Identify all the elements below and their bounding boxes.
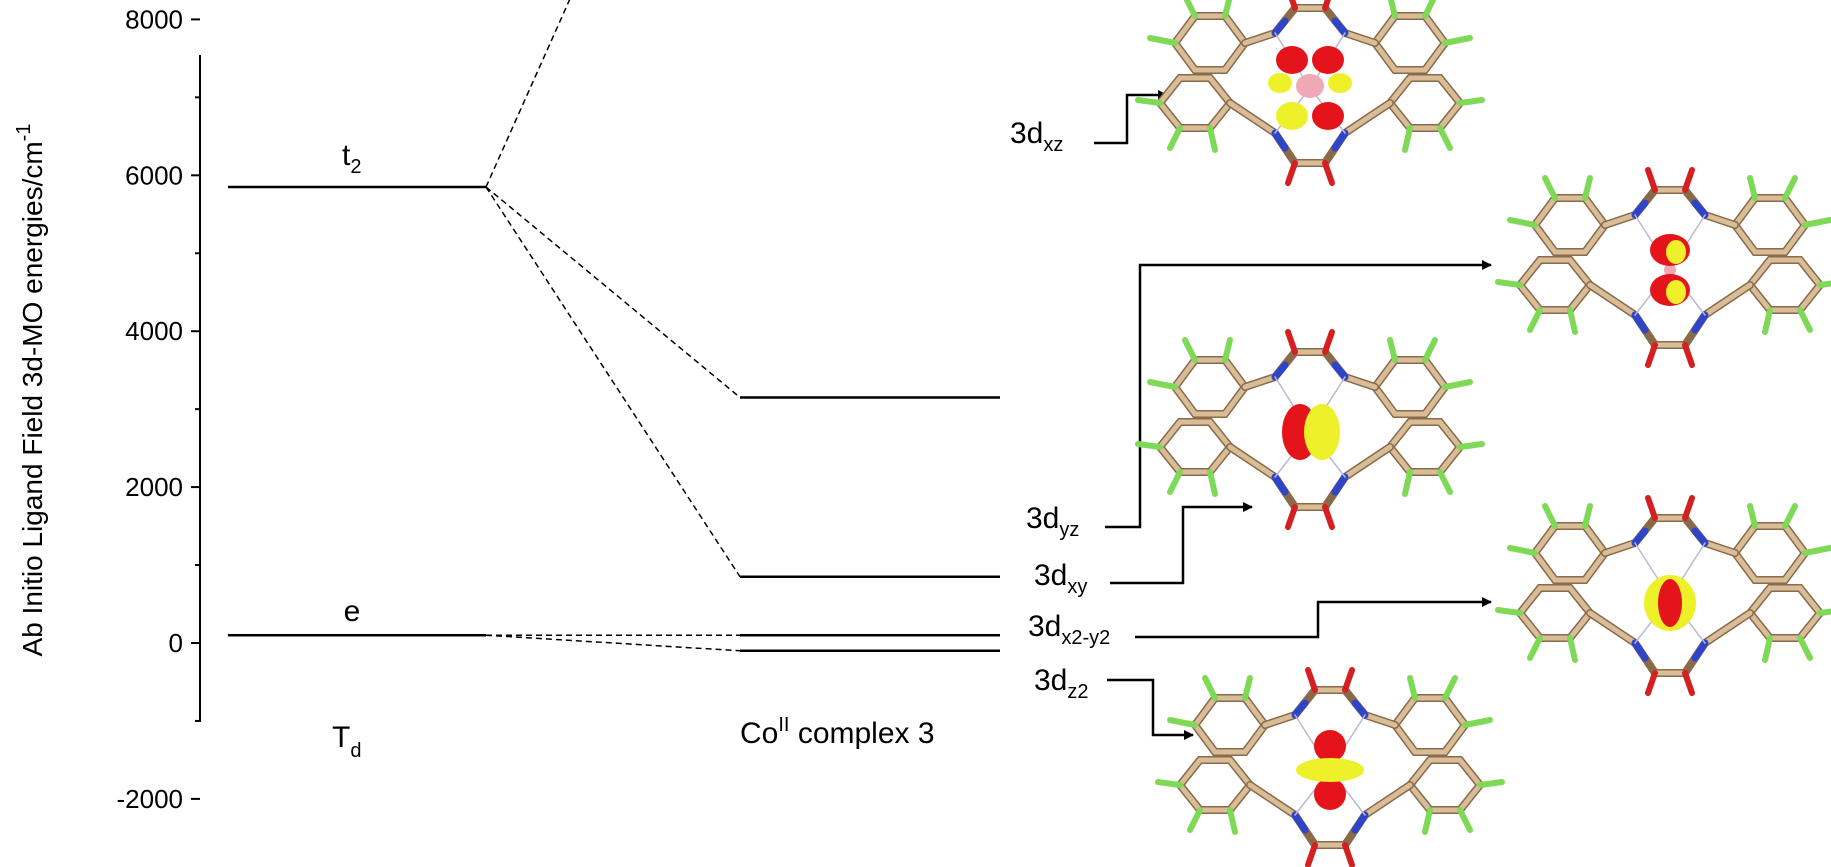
correlation-line-xy (485, 186, 741, 578)
complex-column-label: CoII complex 3 (740, 714, 935, 750)
tick-label: 2000 (125, 472, 183, 502)
y-axis-tick-labels: 14000120001000080006000400020000-2000 (117, 4, 184, 814)
y-axis-title: Ab Initio Ligand Field 3d-MO energies/cm… (13, 124, 48, 657)
arrow-z2 (1107, 678, 1194, 740)
orbital-labels: 3dxz 3dyz 3dxy 3dx2-y2 3dz2 (1010, 117, 1110, 703)
tick-label: 0 (169, 628, 183, 658)
t2-label: t2 (342, 139, 361, 178)
tick-label: 6000 (125, 160, 183, 190)
arrow-xy (1110, 502, 1253, 585)
correlation-lines (485, 0, 741, 652)
arrow-xz (1094, 90, 1168, 145)
orbital-xy-image (1138, 332, 1482, 527)
orbital-x2y2-image (1498, 498, 1831, 693)
arrow-x2y2 (1135, 597, 1492, 639)
orbital-label-xz: 3dxz (1010, 117, 1063, 156)
y-axis: 14000120001000080006000400020000-2000 Ab… (13, 4, 201, 814)
orbital-yz-image (1498, 170, 1831, 365)
td-levels: t2 e (228, 139, 486, 637)
connector-arrows (1094, 90, 1492, 740)
arrow-yz (1105, 260, 1492, 529)
correlation-line-z2 (485, 634, 741, 652)
y-axis-ticks (191, 18, 200, 800)
tick-label: 4000 (125, 316, 183, 346)
correlation-line-xz (485, 0, 571, 188)
orbital-z2-image (1158, 670, 1502, 865)
orbital-label-x2y2: 3dx2-y2 (1028, 610, 1110, 649)
tick-label: 8000 (125, 4, 183, 34)
orbital-label-yz: 3dyz (1026, 502, 1079, 541)
e-label: e (344, 595, 361, 628)
orbital-xz-image (1138, 0, 1482, 183)
orbital-label-z2: 3dz2 (1034, 664, 1089, 703)
complex-levels (740, 396, 1000, 653)
correlation-line-yz (485, 186, 741, 399)
tick-label: -2000 (117, 784, 184, 814)
td-column-label: Td (332, 721, 361, 762)
orbital-label-xy: 3dxy (1034, 559, 1087, 598)
